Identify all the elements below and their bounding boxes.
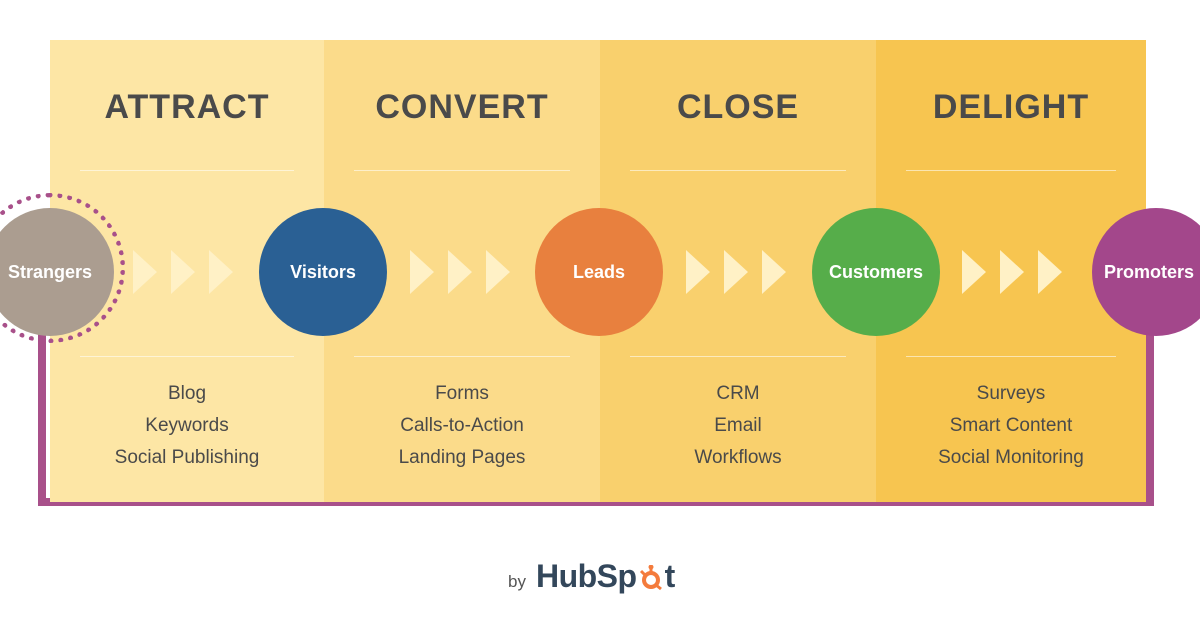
divider — [906, 170, 1116, 171]
chevron-right-icon — [1038, 250, 1062, 294]
stage-tools: Forms Calls-to-Action Landing Pages — [324, 378, 600, 474]
tool-item: Blog — [167, 383, 207, 404]
stage-tools: Surveys Smart Content Social Monitoring — [876, 378, 1146, 474]
tool-item: Forms — [435, 383, 489, 404]
node-visitors: Visitors — [259, 208, 387, 336]
stage-tools: Blog Keywords Social Publishing — [50, 378, 324, 474]
divider — [630, 170, 846, 171]
chevron-right-icon — [171, 250, 195, 294]
methodology-stages: ATTRACT Blog Keywords Social Publishing … — [50, 40, 1146, 502]
chevron-right-icon — [209, 250, 233, 294]
stage-title: CONVERT — [375, 88, 549, 126]
chevron-right-icon — [686, 250, 710, 294]
chevron-right-icon — [486, 250, 510, 294]
hubspot-branding: by HubSp t — [508, 558, 675, 595]
stage-title: CLOSE — [676, 88, 800, 126]
tool-item: Workflows — [694, 447, 782, 468]
dotted-ring-icon — [0, 193, 125, 343]
stage-title: DELIGHT — [932, 88, 1090, 126]
divider — [630, 356, 846, 357]
chevron-right-icon — [1000, 250, 1024, 294]
node-leads: Leads — [535, 208, 663, 336]
tool-item: Social Publishing — [114, 447, 260, 468]
tool-item: Smart Content — [949, 415, 1073, 436]
chevron-right-icon — [724, 250, 748, 294]
node-customers: Customers — [812, 208, 940, 336]
divider — [354, 170, 570, 171]
tool-item: CRM — [716, 383, 760, 404]
tool-item: Landing Pages — [398, 447, 526, 468]
divider — [80, 170, 294, 171]
chevron-right-icon — [133, 250, 157, 294]
sprocket-icon — [639, 565, 662, 591]
chevron-right-icon — [448, 250, 472, 294]
chevron-right-icon — [410, 250, 434, 294]
node-promoters: Promoters — [1092, 208, 1200, 336]
node-strangers: Strangers — [0, 208, 114, 336]
brand-name-suffix: t — [664, 558, 676, 594]
brand-name: HubSp t — [536, 558, 675, 595]
brand-name-text: HubSp — [535, 558, 637, 594]
chevron-right-icon — [962, 250, 986, 294]
chevron-right-icon — [762, 250, 786, 294]
tool-item: Surveys — [976, 383, 1046, 404]
tool-item: Keywords — [145, 415, 229, 436]
brand-by-text: by — [508, 572, 526, 591]
tool-item: Email — [714, 415, 762, 436]
divider — [354, 356, 570, 357]
tool-item: Social Monitoring — [938, 447, 1084, 468]
divider — [906, 356, 1116, 357]
tool-item: Calls-to-Action — [400, 415, 524, 436]
divider — [80, 356, 294, 357]
stage-tools: CRM Email Workflows — [600, 378, 876, 474]
promoter-feedback-loop — [38, 330, 1154, 506]
stage-title: ATTRACT — [104, 88, 270, 126]
